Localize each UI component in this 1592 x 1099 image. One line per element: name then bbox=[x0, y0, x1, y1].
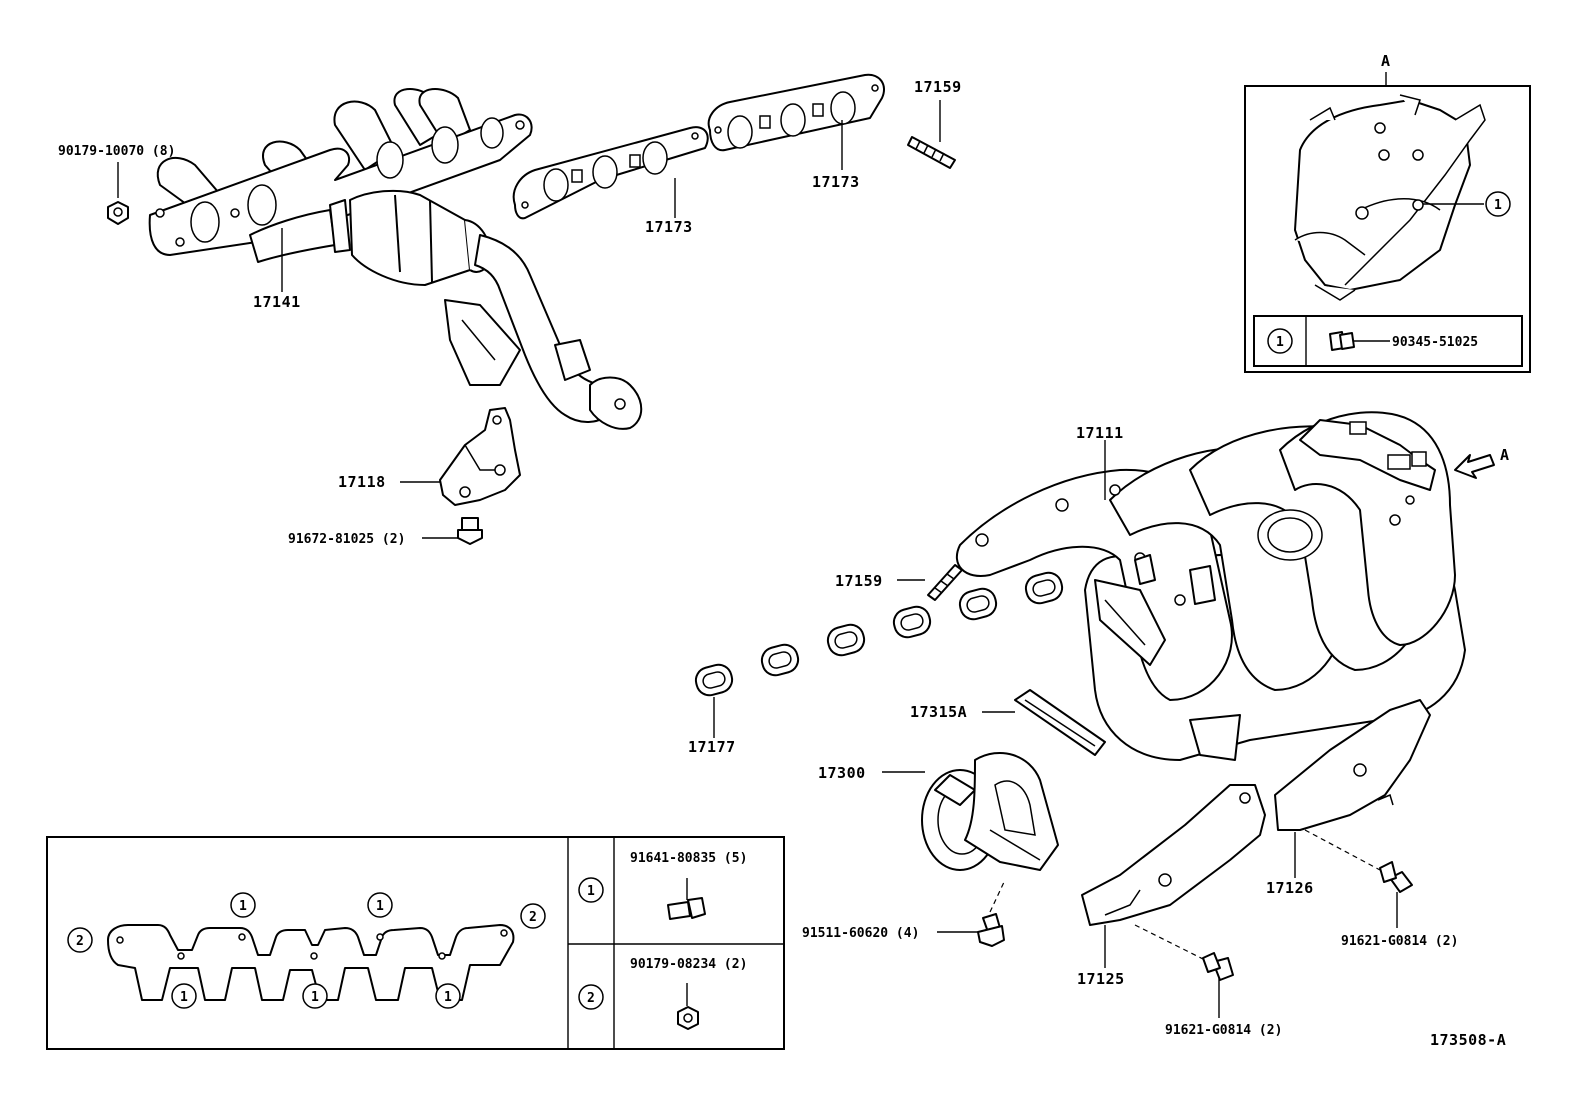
gasket-marker-1a: 1 bbox=[239, 899, 247, 914]
label-90179-10070: 90179-10070 (8) bbox=[58, 144, 175, 159]
label-91672-81025: 91672-81025 (2) bbox=[288, 532, 405, 547]
gasket-inset-frame bbox=[46, 836, 785, 1050]
intake-manifold-17111[interactable] bbox=[955, 411, 1466, 761]
bolt-91511-60620[interactable] bbox=[977, 913, 1005, 947]
gasket-marker-2b: 2 bbox=[529, 910, 537, 925]
heat-insulator-17126[interactable] bbox=[1274, 699, 1431, 831]
nut-90179-10070[interactable] bbox=[107, 201, 129, 225]
label-17126: 17126 bbox=[1266, 879, 1314, 897]
gasket-marker-1b: 1 bbox=[376, 899, 384, 914]
gasket-row-2-part: 90179-08234 (2) bbox=[630, 957, 747, 972]
label-17173-right: 17173 bbox=[812, 173, 860, 191]
throttle-body-gasket-17315a[interactable] bbox=[1014, 689, 1106, 756]
callout-labels: 90179-10070 (8) 17141 17173 17173 17159 … bbox=[58, 78, 1506, 1049]
gasket-marker-1d: 1 bbox=[311, 990, 319, 1005]
gasket-marker-1c: 1 bbox=[180, 990, 188, 1005]
throttle-body-17300[interactable] bbox=[921, 751, 1059, 871]
stud-17159-top[interactable] bbox=[907, 136, 956, 169]
stud-17159-mid[interactable] bbox=[927, 564, 963, 601]
label-17141: 17141 bbox=[253, 293, 301, 311]
label-17177: 17177 bbox=[688, 738, 736, 756]
label-17111: 17111 bbox=[1076, 424, 1124, 442]
view-arrow-a: A bbox=[1454, 446, 1510, 479]
label-17118: 17118 bbox=[338, 473, 386, 491]
exhaust-gasket-17173-right[interactable] bbox=[707, 73, 885, 152]
gasket-row-1-key: 1 bbox=[587, 884, 595, 899]
gasket-bolt-inset: 1 1 1 1 1 2 2 1 91641-80835 (5) 2 90179-… bbox=[46, 836, 785, 1050]
diagram-code: 173508-A bbox=[1430, 1031, 1506, 1049]
label-17159-mid: 17159 bbox=[835, 572, 883, 590]
label-91621-g0814-bottom: 91621-G0814 (2) bbox=[1165, 1023, 1282, 1038]
gasket-marker-1e: 1 bbox=[444, 990, 452, 1005]
manifold-gasket-outline bbox=[107, 924, 515, 1001]
nut-90179-08234-icon bbox=[677, 1006, 699, 1030]
view-arrow-label: A bbox=[1500, 446, 1510, 464]
inset-a-table-part: 90345-51025 bbox=[1392, 335, 1478, 350]
manifold-bracket-17118[interactable] bbox=[439, 407, 521, 506]
label-17315a: 17315A bbox=[910, 703, 967, 721]
label-91621-g0814-right: 91621-G0814 (2) bbox=[1341, 934, 1458, 949]
label-17300: 17300 bbox=[818, 764, 866, 782]
bolt-91672-81025[interactable] bbox=[457, 517, 483, 545]
gasket-row-2-key: 2 bbox=[587, 991, 595, 1006]
exhaust-manifold-17141[interactable] bbox=[148, 87, 643, 430]
heat-insulator-17125[interactable] bbox=[1081, 784, 1266, 926]
gasket-marker-2a: 2 bbox=[76, 934, 84, 949]
gasket-row-1-part: 91641-80835 (5) bbox=[630, 851, 747, 866]
inset-a-table bbox=[1253, 315, 1523, 367]
label-91511-60620: 91511-60620 (4) bbox=[802, 926, 919, 941]
inset-a-title: A bbox=[1381, 52, 1391, 70]
inset-a-marker: 1 bbox=[1494, 198, 1502, 213]
bolt-90345-51025-icon bbox=[1329, 331, 1355, 351]
inset-a-marker-circle bbox=[1485, 191, 1511, 217]
inset-a-table-key: 1 bbox=[1276, 335, 1284, 350]
bolt-91641-80835-icon bbox=[667, 897, 706, 920]
intake-gasket-17177[interactable] bbox=[693, 570, 1065, 698]
label-17159-top: 17159 bbox=[914, 78, 962, 96]
inset-a-table-key-circle bbox=[1267, 328, 1293, 354]
inset-view-a: A 1 1 90345-51025 bbox=[1244, 52, 1531, 373]
bolt-91621-g0814-bottom[interactable] bbox=[1202, 952, 1234, 981]
label-17173-left: 17173 bbox=[645, 218, 693, 236]
bolt-91621-g0814-right[interactable] bbox=[1379, 861, 1413, 893]
exhaust-gasket-17173-left[interactable] bbox=[512, 126, 709, 220]
leader-lines bbox=[117, 100, 1398, 1018]
label-17125: 17125 bbox=[1077, 970, 1125, 988]
inset-a-frame bbox=[1244, 85, 1531, 373]
